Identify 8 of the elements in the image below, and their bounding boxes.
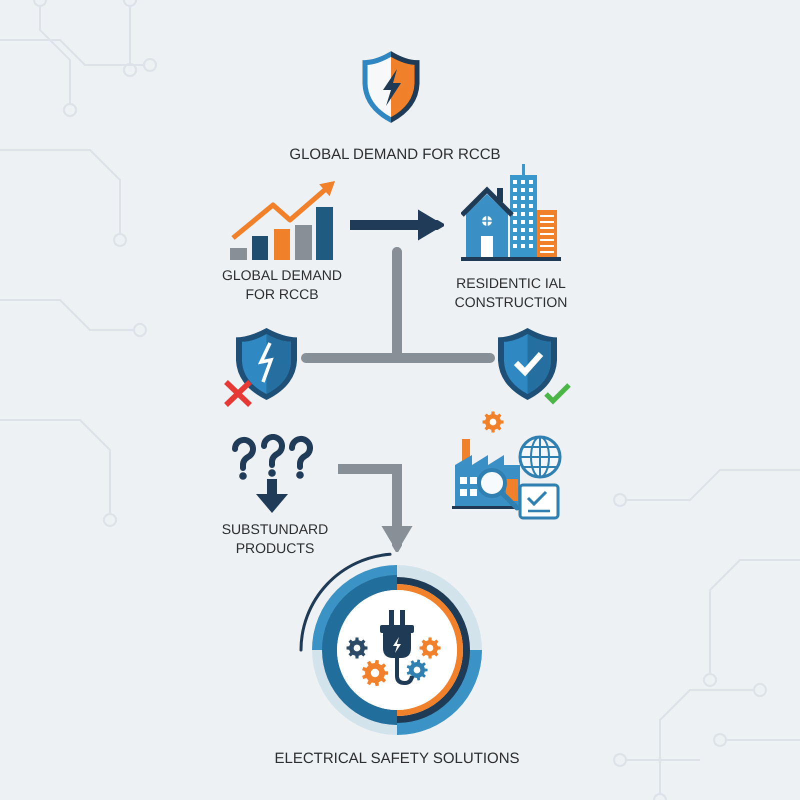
connector-line [392,247,495,363]
node-label: RESIDENTIC IAL CONSTRUCTION [454,274,568,312]
arrow [350,210,444,240]
node-label: GLOBAL DEMAND FOR RCCB [220,266,344,304]
arrow [338,464,412,552]
title: GLOBAL DEMAND FOR RCCB [288,146,502,164]
node-label: SUBSTUNDARD PRODUCTS [220,520,330,558]
node-label: ELECTRICAL SAFETY SOLUTIONS [274,750,520,768]
